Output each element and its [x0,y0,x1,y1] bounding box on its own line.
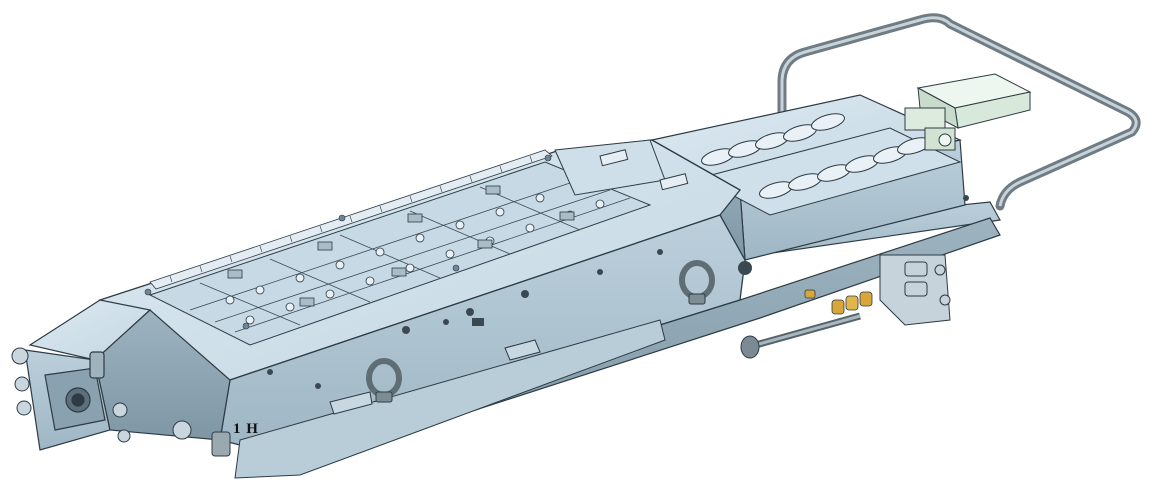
pin-rod-icon [740,312,861,359]
callout-label: 1 H [233,421,259,437]
cavity-grid [148,149,652,346]
front-end-block [24,299,231,451]
brass-coupling [804,289,873,315]
upper-cavity-block [650,94,966,262]
valve-block-icon [904,73,1032,151]
cylinder-fitting [599,149,689,191]
